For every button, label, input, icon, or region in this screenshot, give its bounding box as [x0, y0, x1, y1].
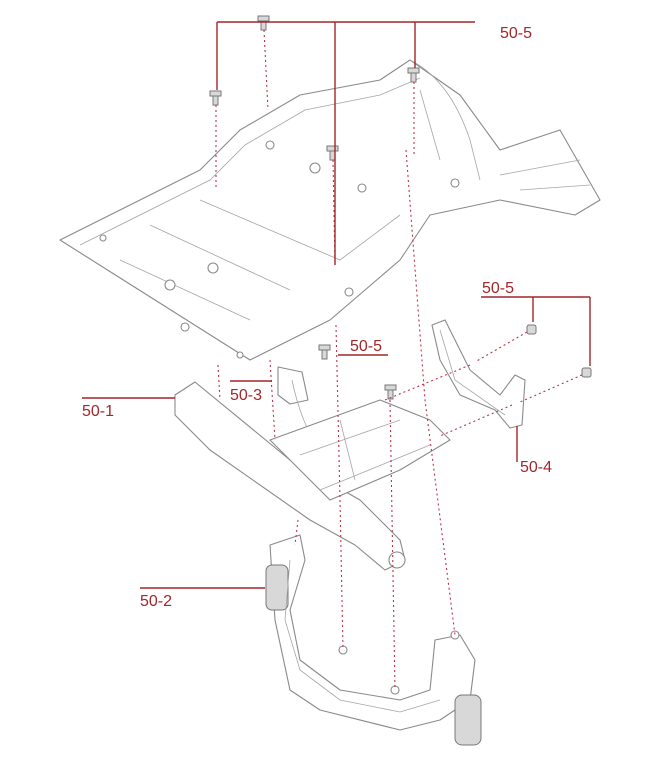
callout-50-3: 50-3	[230, 380, 272, 404]
callout-label: 50-5	[482, 280, 514, 297]
callout-50-4: 50-4	[516, 426, 552, 476]
callout-label: 50-2	[140, 593, 172, 610]
callout-50-5-center: 50-5	[338, 338, 388, 356]
alignment-lines	[217, 149, 456, 691]
callout-label: 50-3	[230, 387, 262, 404]
cross-frame-part	[174, 344, 451, 571]
screw-icon	[581, 367, 592, 378]
callout-label: 50-5	[350, 338, 382, 355]
screw-icon	[209, 90, 222, 106]
screw-icon	[318, 344, 331, 360]
callout-label: 50-1	[82, 403, 114, 420]
callout-50-5-top: 50-5	[216, 21, 532, 265]
callout-label: 50-5	[500, 25, 532, 42]
lower-leg-part	[265, 534, 482, 746]
base-plate	[59, 59, 601, 361]
screw-icon	[257, 15, 270, 31]
screw-icon	[526, 324, 537, 335]
screw-icon	[384, 384, 397, 400]
callout-50-5-right: 50-5	[481, 280, 591, 366]
callout-50-1: 50-1	[82, 397, 175, 420]
callout-50-2: 50-2	[140, 587, 265, 610]
callout-label: 50-4	[520, 459, 552, 476]
side-bracket-part	[384, 319, 592, 437]
screw-set-top	[209, 15, 420, 266]
